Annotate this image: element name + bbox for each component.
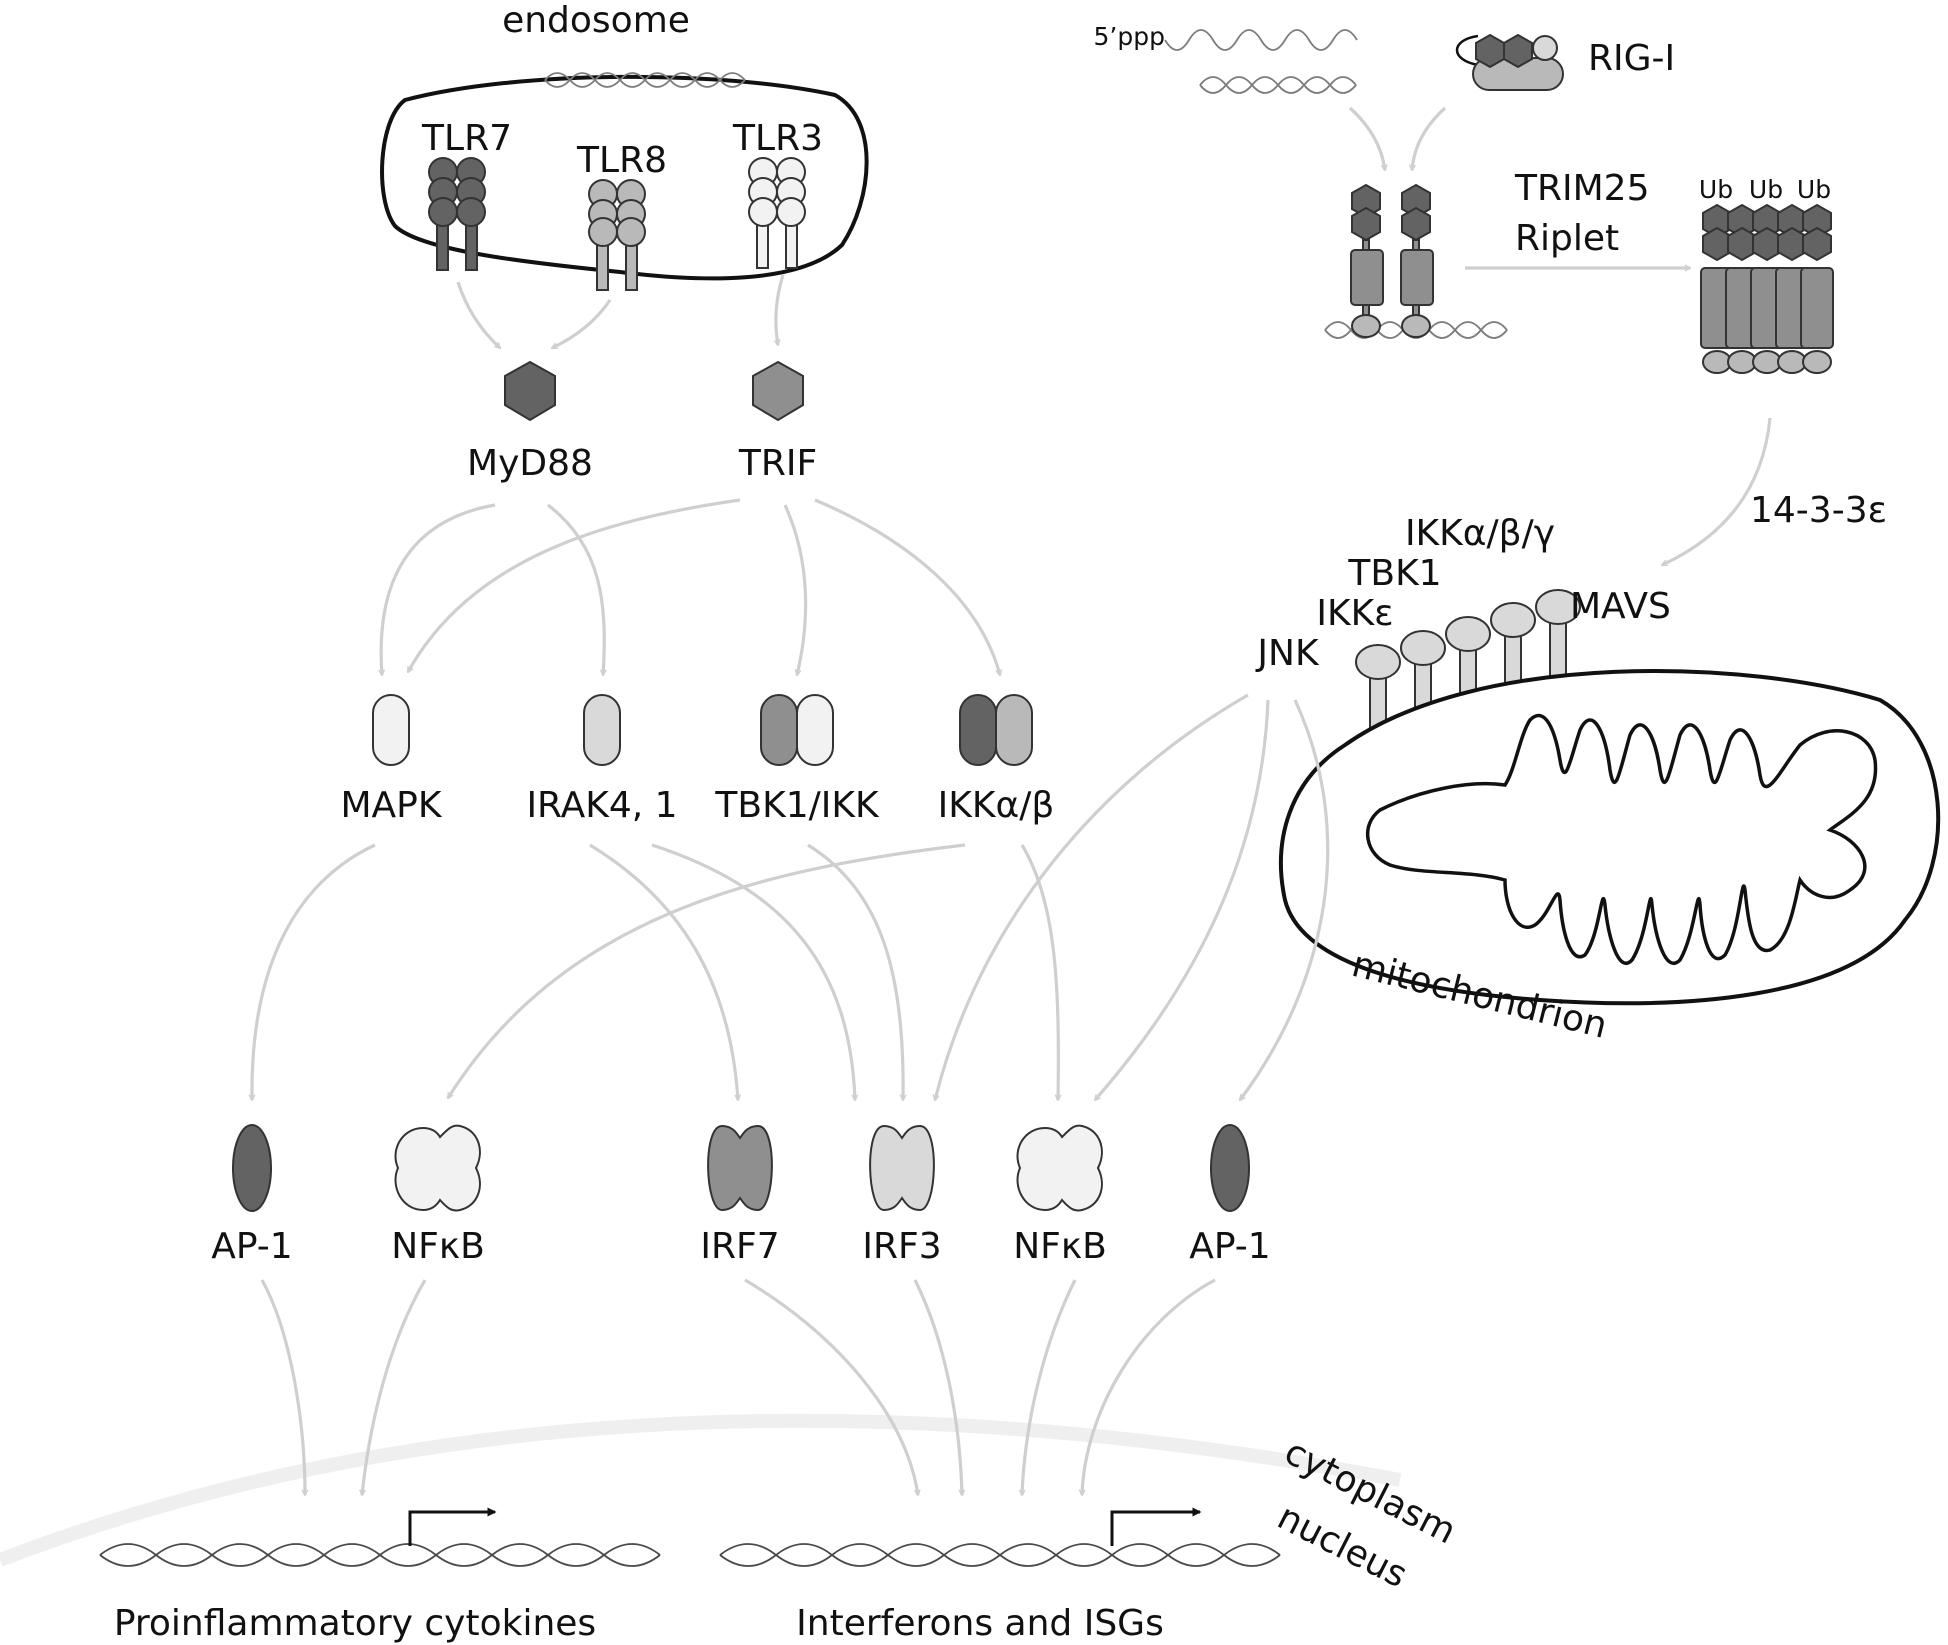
arrow-mavs-nfkb [1095,699,1270,1100]
tlr8-receptor [588,179,646,291]
tlr7-label: TLR7 [421,118,512,159]
arrow-ikk-nfkb-right [1020,844,1058,1100]
arrow-tlr3-trif [776,274,785,345]
tlr3-receptor [748,157,806,269]
nfkb-right-protein [1016,1124,1103,1212]
irf3-label: IRF3 [862,1226,941,1267]
arrow-irak-irf3 [651,843,855,1100]
endosome [380,72,869,281]
arrow-nfkb-proinflammatory [362,1279,427,1495]
irf7-label: IRF7 [700,1226,779,1267]
rig-i-ubiquitinated-oligomer [1700,203,1834,374]
five-ppp-label: 5’ppp [1094,22,1165,51]
arrow-trif-tbk1 [783,504,808,675]
interferons-label: Interferons and ISGs [796,1603,1164,1644]
ikk-ab-protein [959,694,1033,766]
trif-label: TRIF [738,443,817,484]
arrow-myd88-irak [547,503,604,675]
tlr8-label: TLR8 [576,140,667,181]
arrow-irak-irf7 [589,843,738,1100]
viral-rna [1164,29,1358,94]
ap1-right-protein [1210,1124,1250,1212]
ikk-ab-label: IKKα/β [938,785,1055,826]
ikk-abg-label: IKKα/β/γ [1405,513,1555,554]
arrow-irf7-ifn [744,1278,918,1495]
arrow-mapk-ap1 [252,843,376,1100]
ap1-left-protein [232,1124,272,1212]
ub-label-1: Ub [1699,175,1733,204]
arrow-irf3-ifn [913,1279,962,1495]
nuclear-envelope [0,1413,1402,1567]
proinflammatory-gene [99,1507,661,1567]
mavs-cluster [1355,589,1581,743]
arrow-rigi-mavs [1662,417,1772,567]
mavs-label: MAVS [1570,586,1671,627]
rig-i-active-dimer [1324,183,1508,339]
irf3-protein [869,1124,935,1212]
arrow-tlr8-myd88 [552,299,612,350]
proinflammatory-label: Proinflammatory cytokines [114,1603,596,1644]
irak-label: IRAK4, 1 [526,785,677,826]
tbk1-ikk-label: TBK1/IKK [714,785,880,826]
arrow-mavs-ap1 [1238,699,1330,1100]
mapk-protein [372,694,410,766]
arrow-ap1-proinflammatory [260,1279,305,1495]
ap1-left-label: AP-1 [211,1226,292,1267]
endosome-label: endosome [502,0,690,41]
mapk-label: MAPK [340,785,442,826]
rig-i-label: RIG-I [1588,38,1675,79]
arrow-trif-ikk [814,498,1000,675]
trim25-label: TRIM25 [1514,168,1650,209]
adaptor-1433-label: 14-3-3ε [1750,490,1887,531]
arrow-rna-rigi [1348,106,1385,170]
arrow-rigi-binding [1412,106,1447,170]
myd88-hexagon [504,360,556,422]
ub-label-3: Ub [1797,175,1831,204]
arrow-mavs-irf3 [935,693,1249,1100]
trif-hexagon [752,360,804,422]
arrow-ap1-ifn [1082,1278,1216,1495]
myd88-label: MyD88 [467,443,593,484]
arrow-myd88-mapk [381,503,496,675]
irf7-protein [707,1124,773,1212]
ap1-right-label: AP-1 [1189,1226,1270,1267]
mitochondrion [1278,669,1941,1006]
arrow-nfkb-ifn [1022,1279,1077,1495]
tlr3-label: TLR3 [732,118,823,159]
arrow-ikk-nfkb-left [446,843,966,1098]
tbk1-ikk-protein [760,694,834,766]
irak-protein [583,694,621,766]
jnk-label: JNK [1255,633,1320,674]
arrow-trif-mapk [406,498,741,672]
rig-i-inactive [1456,33,1564,91]
nfkb-right-label: NFκB [1013,1226,1107,1267]
tbk1-label: TBK1 [1347,553,1441,594]
arrow-tlr7-myd88 [456,281,500,348]
ikke-label: IKKε [1316,593,1393,634]
ub-label-2: Ub [1749,175,1783,204]
riplet-label: Riplet [1515,218,1619,259]
nfkb-left-protein [394,1124,481,1212]
tlr7-receptor [428,157,486,271]
interferon-gene [719,1507,1281,1567]
nfkb-left-label: NFκB [391,1226,485,1267]
